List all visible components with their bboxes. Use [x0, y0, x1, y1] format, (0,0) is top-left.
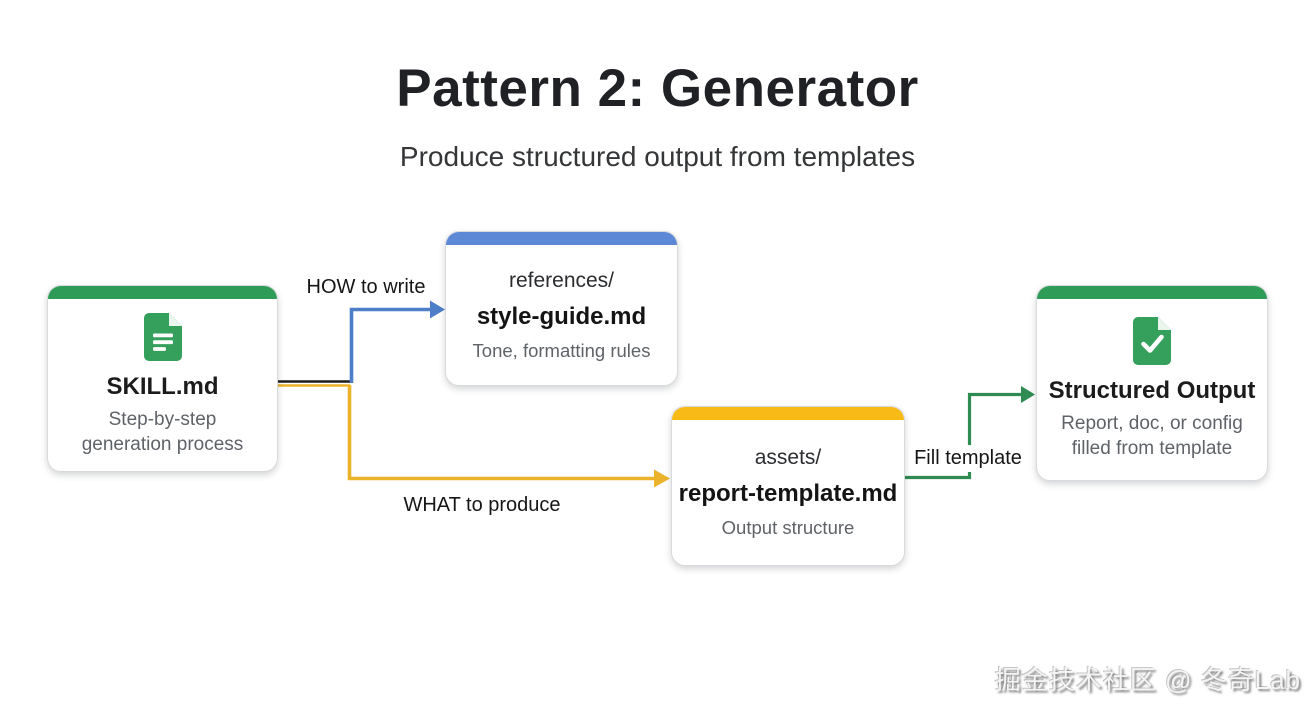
node-structured-output: Structured Output Report, doc, or config… [1036, 285, 1268, 481]
accent-bar-blue [446, 232, 677, 245]
edge-how-line [349, 307, 431, 383]
edge-what-arrowhead-icon [654, 469, 670, 488]
document-check-icon [1133, 317, 1171, 366]
header: Pattern 2: Generator Produce structured … [0, 0, 1315, 173]
accent-bar-green [1037, 286, 1267, 299]
node-subtitle: Report, doc, or config filled from templ… [1061, 413, 1243, 459]
file-description: Output structure [721, 517, 855, 538]
node-body: assets/ report-template.md Output struct… [672, 420, 904, 565]
edge-label-how-to-write: HOW to write [306, 276, 426, 298]
node-subtitle: Step-by-step generation process [81, 408, 244, 455]
node-title: Structured Output [1048, 377, 1256, 405]
edge-what-line [347, 385, 655, 481]
node-body: references/ style-guide.md Tone, formatt… [446, 245, 677, 385]
folder-name: assets/ [754, 446, 822, 469]
node-body: SKILL.md Step-by-step generation process [48, 299, 277, 471]
node-report-template: assets/ report-template.md Output struct… [671, 406, 905, 566]
document-icon [143, 312, 182, 361]
node-body: Structured Output Report, doc, or config… [1037, 299, 1267, 480]
accent-bar-yellow [672, 407, 904, 420]
accent-bar-green [48, 286, 277, 299]
edge-label-fill-template: Fill template [910, 445, 1026, 472]
file-name: report-template.md [678, 480, 898, 507]
edge-how-arrowhead-icon [430, 300, 445, 319]
node-skill-md: SKILL.md Step-by-step generation process [47, 285, 278, 472]
page-title: Pattern 2: Generator [396, 59, 919, 118]
page-subtitle: Produce structured output from templates [399, 141, 916, 172]
file-name: style-guide.md [476, 302, 647, 330]
edge-label-what-to-produce: WHAT to produce [403, 494, 561, 516]
file-description: Tone, formatting rules [472, 339, 651, 361]
node-style-guide: references/ style-guide.md Tone, formatt… [445, 231, 678, 386]
folder-name: references/ [508, 268, 615, 292]
edge-fill-arrowhead-icon [1021, 386, 1035, 403]
node-title: SKILL.md [106, 372, 219, 400]
edge-fill-line [903, 392, 1022, 480]
watermark-text: 掘金技术社区 @ 冬奇Lab [994, 665, 1301, 695]
